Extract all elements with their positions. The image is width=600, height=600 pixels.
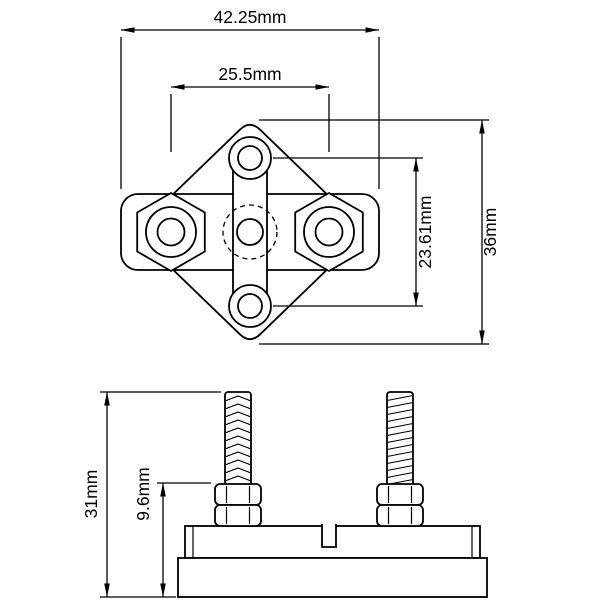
base-center-notch bbox=[321, 524, 337, 548]
top-view-dimensions: 42.25mm 25.5mm 36mm 23.61mm bbox=[120, 7, 500, 345]
dim-label-overall-width: 42.25mm bbox=[214, 7, 287, 27]
center-hole bbox=[236, 218, 264, 246]
dim-label-hole-spacing: 23.61mm bbox=[415, 196, 435, 269]
dim-stack-height: 9.6mm bbox=[133, 467, 211, 597]
hex-nut-side bbox=[214, 483, 262, 506]
dim-overall-height: 36mm bbox=[259, 119, 500, 345]
dim-label-side-overall-height: 31mm bbox=[81, 470, 101, 519]
right-stud-threads bbox=[387, 395, 413, 485]
left-nut-stack bbox=[214, 483, 262, 527]
dim-overall-width: 42.25mm bbox=[120, 7, 380, 189]
left-stud-hole bbox=[156, 217, 186, 247]
dim-hole-spacing: 23.61mm bbox=[273, 157, 435, 307]
dim-label-stack-height: 9.6mm bbox=[133, 467, 153, 520]
right-stud-hole bbox=[314, 217, 344, 247]
dim-label-stud-spacing: 25.5mm bbox=[218, 64, 281, 84]
dim-stud-spacing: 25.5mm bbox=[170, 64, 330, 152]
side-view-dimensions: 31mm 9.6mm bbox=[81, 391, 221, 598]
hex-nut-side bbox=[214, 504, 262, 527]
right-nut-stack bbox=[376, 483, 424, 527]
hex-nut-side bbox=[376, 483, 424, 506]
hex-nut-side bbox=[376, 504, 424, 527]
center-hidden-circle bbox=[222, 204, 278, 260]
side-view bbox=[177, 391, 488, 598]
left-stud-threads bbox=[225, 395, 251, 485]
top-mounting-hole-inner bbox=[237, 145, 263, 171]
top-view bbox=[120, 123, 380, 341]
dim-side-overall-height: 31mm bbox=[81, 391, 221, 598]
base-lower-block bbox=[177, 557, 488, 598]
dim-label-overall-height: 36mm bbox=[480, 208, 500, 257]
bottom-mounting-hole-inner bbox=[237, 293, 263, 319]
